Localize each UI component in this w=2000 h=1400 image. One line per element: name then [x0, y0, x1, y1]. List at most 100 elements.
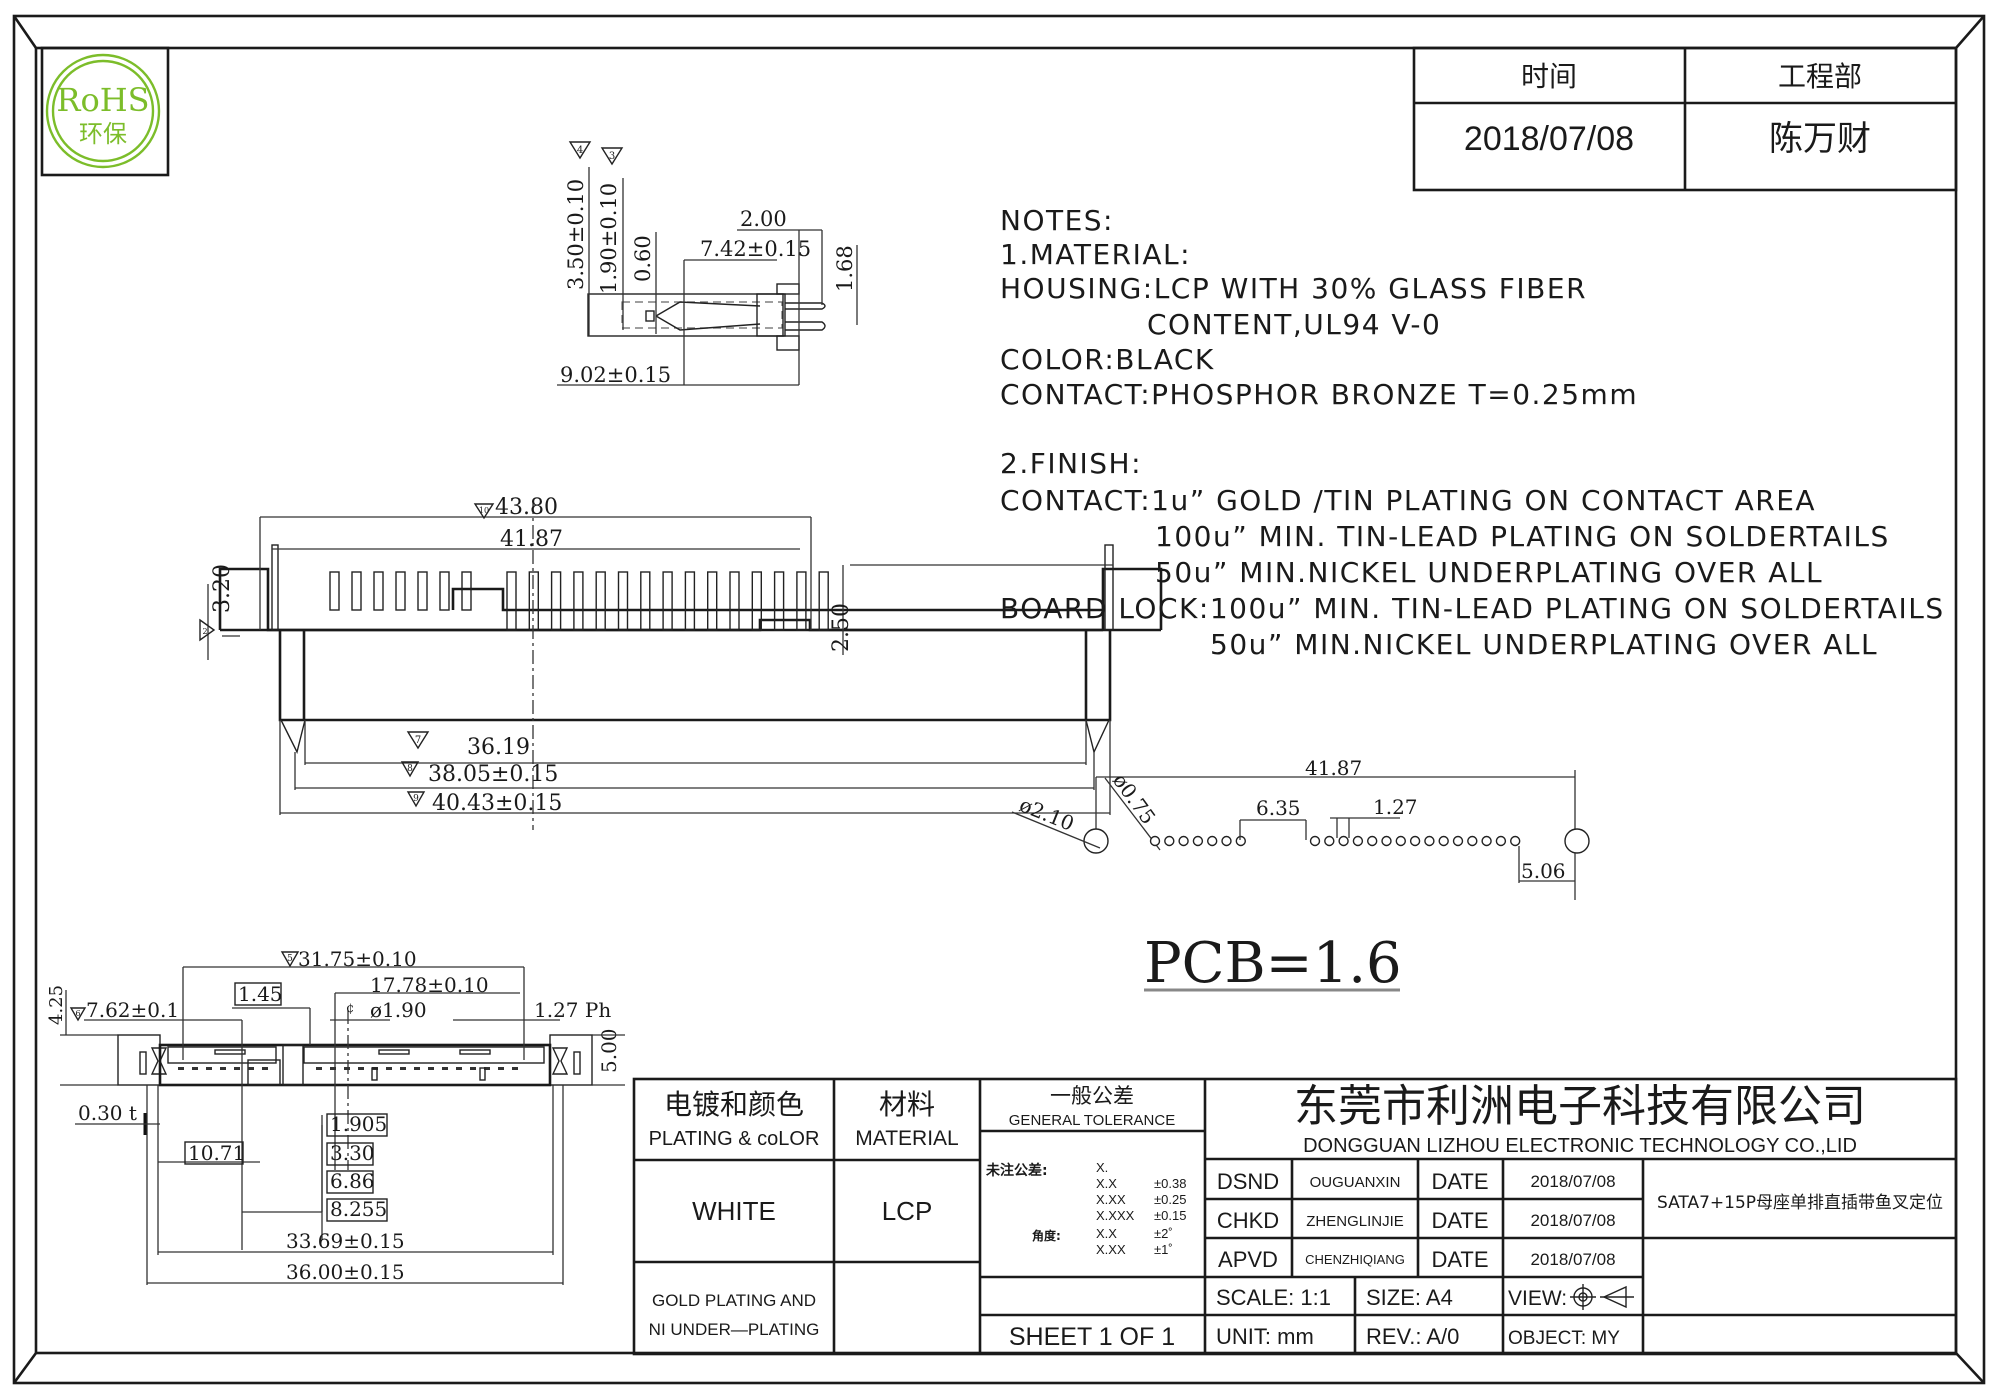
- marker-5-label: 5: [287, 954, 293, 964]
- notes-contact-material: CONTACT:PHOSPHOR BRONZE T=0.25mm: [1000, 378, 1638, 411]
- pcb-hole-group: [1149, 835, 1521, 847]
- pcb-power-hole: [1352, 835, 1364, 847]
- plating-note-1: GOLD PLATING AND: [652, 1291, 816, 1310]
- approval-table: 时间 工程部 2018/07/08 陈万财: [1412, 46, 1958, 192]
- pcb-signal-hole: [1221, 835, 1232, 847]
- dim-36-00: 36.00±0.15: [286, 1260, 405, 1284]
- tolerance-value: ±0.15: [1154, 1208, 1186, 1223]
- top-pin: [512, 1067, 518, 1070]
- rohs-label: RoHS: [56, 81, 149, 119]
- tolerance-label: 未注公差:: [986, 1162, 1048, 1179]
- side-latch-top: [776, 283, 800, 295]
- dim-box: [326, 1198, 388, 1222]
- dim-0-30: 0.30 t: [78, 1101, 137, 1125]
- signoff-role: CHKD: [1217, 1208, 1279, 1233]
- projection-symbol-icon: [1570, 1284, 1634, 1310]
- tolerance-format: X.: [1096, 1160, 1108, 1175]
- dim-4-25: 4.25: [46, 985, 67, 1025]
- marker-8-label: 8: [407, 764, 413, 774]
- pcb-power-hole: [1424, 835, 1435, 847]
- tolerance-format: X.X: [1096, 1176, 1117, 1191]
- frame-bevel-bl: [12, 1352, 38, 1384]
- marker-10-label: 10: [479, 506, 489, 515]
- dim-box: [184, 1141, 244, 1165]
- marker-triangle-10: [473, 503, 495, 520]
- top-slot-left: [167, 1046, 277, 1064]
- front-pin: [729, 571, 740, 631]
- dim-36-19: 36.19: [467, 735, 530, 760]
- pcb-dim-1-27: 1.27: [1373, 795, 1418, 819]
- top-pin: [498, 1067, 504, 1070]
- centerline-mark: ¢: [346, 1001, 354, 1016]
- marker-triangle-6: [69, 1007, 87, 1022]
- front-pin: [751, 571, 762, 631]
- pcb-signal-hole: [1164, 835, 1175, 847]
- dim-1-90: ø1.90: [370, 998, 427, 1022]
- dim-0-60: 0.60: [631, 235, 655, 282]
- front-pin: [439, 571, 450, 611]
- marker-4-label: 4: [577, 145, 583, 156]
- material-value: LCP: [882, 1196, 933, 1226]
- part-name: SATA7+15P母座单排直插带鱼叉定位: [1657, 1193, 1943, 1213]
- front-view: 10 2 7 8 9 43.80 41.87 3.20 2.50 36.19 3…: [199, 495, 1163, 830]
- top-pin: [206, 1067, 212, 1070]
- marker-triangle-7: [406, 731, 430, 750]
- notes-title: NOTES:: [1000, 204, 1114, 237]
- signoff-row-checked: CHKD ZHENGLINJIE DATE 2018/07/08: [1217, 1208, 1616, 1233]
- front-pin: [796, 571, 807, 631]
- tolerance-format: X.XXX: [1096, 1208, 1135, 1223]
- marker-9-label: 9: [413, 794, 419, 804]
- side-latch-bottom: [776, 335, 800, 351]
- top-boss: [378, 1049, 410, 1055]
- top-pin: [442, 1067, 448, 1070]
- front-pin: [818, 571, 829, 631]
- pcb-layout: 41.87 ø2.10 ø0.75 6.35 1.27 5.06 PCB=1.6: [1011, 756, 1590, 996]
- dim-1-27-pitch: 1.27 Ph: [534, 998, 611, 1022]
- dim-3-30: 3.30: [330, 1141, 375, 1165]
- front-fork-right: [1085, 719, 1110, 755]
- pcb-dim-41-87: 41.87: [1305, 756, 1362, 780]
- front-pin: [640, 571, 651, 631]
- top-boss: [459, 1049, 491, 1055]
- tolerance-format: X.XX: [1096, 1192, 1126, 1207]
- dim-3-50: 3.50±0.10: [564, 179, 588, 290]
- pcb-power-hole: [1309, 835, 1321, 847]
- rohs-box: [40, 46, 170, 177]
- signoff-date: 2018/07/08: [1530, 1172, 1615, 1191]
- pcb-dim-6-35: 6.35: [1256, 796, 1301, 820]
- signoff-date-label: DATE: [1431, 1169, 1488, 1194]
- front-pin: [573, 571, 584, 631]
- dim-1-68: 1.68: [833, 245, 857, 292]
- frame-bevel-br: [1955, 1352, 1985, 1384]
- notes-block: NOTES: 1.MATERIAL: HOUSING:LCP WITH 30% …: [1000, 204, 1943, 661]
- marker-7-label: 7: [415, 735, 421, 746]
- top-pin: [192, 1067, 198, 1070]
- dim-3-20: 3.20: [210, 564, 235, 613]
- top-pin: [234, 1067, 240, 1070]
- dim-7-42: 7.42±0.15: [700, 237, 811, 261]
- top-pin: [248, 1067, 254, 1070]
- dim-41-87: 41.87: [500, 527, 563, 552]
- dim-box: [326, 1142, 374, 1166]
- dim-2-50: 2.50: [829, 603, 854, 652]
- front-pin-group: [329, 571, 829, 631]
- tolerance-format: X.X: [1096, 1226, 1117, 1241]
- tolerance-value: ±0.38: [1154, 1176, 1186, 1191]
- front-pin: [395, 571, 406, 611]
- plating-value: WHITE: [692, 1196, 776, 1226]
- pcb-signal-hole: [1149, 835, 1161, 847]
- marker-triangle-8: [400, 761, 420, 778]
- signoff-name: CHENZHIQIANG: [1305, 1252, 1405, 1267]
- signoff-date-label: DATE: [1431, 1247, 1488, 1272]
- top-pin: [344, 1067, 350, 1070]
- tolerance-header-en: GENERAL TOLERANCE: [1009, 1112, 1175, 1129]
- side-rear-block: [756, 293, 784, 337]
- dim-1-905: 1.905: [330, 1112, 387, 1136]
- notes-material-heading: 1.MATERIAL:: [1000, 238, 1191, 271]
- top-pin: [386, 1067, 392, 1070]
- tolerance-list: X. X.X ±0.38 X.XX ±0.25 X.XXX ±0.15 X.X …: [1096, 1160, 1186, 1257]
- top-pin: [316, 1067, 322, 1070]
- marker-triangle-9: [406, 791, 426, 808]
- inner-border: [34, 46, 1958, 1355]
